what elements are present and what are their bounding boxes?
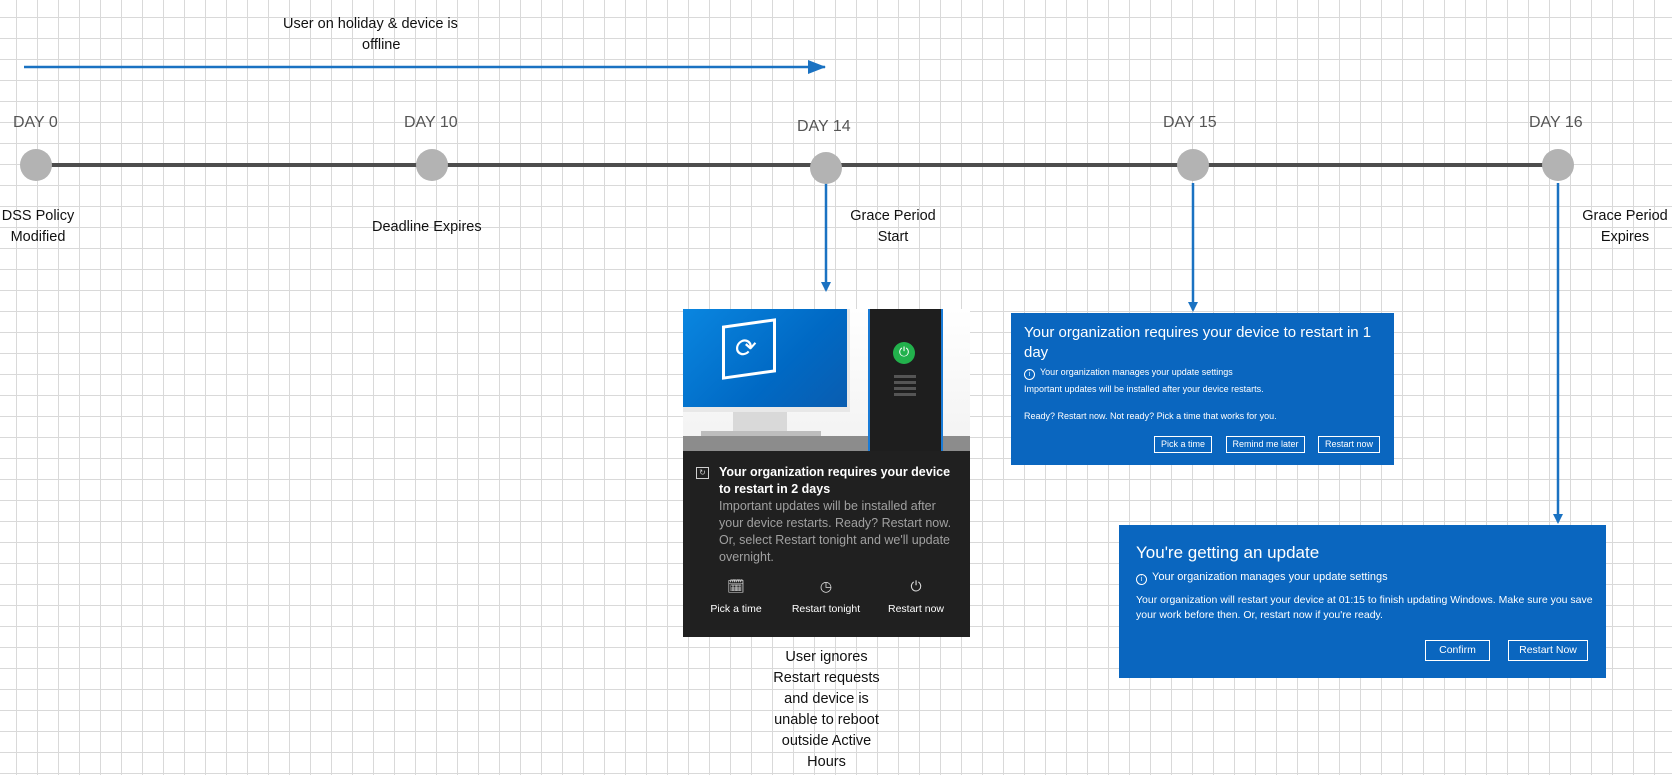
power-icon: ⏻ [893, 342, 915, 364]
day-label-0: DAY 0 [13, 114, 58, 131]
restart-dialog-1-day: Your organization requires your device t… [1011, 313, 1394, 465]
vent-slot [894, 381, 916, 384]
holiday-label-line1: User on holiday & device is [283, 16, 458, 32]
event-day14-line2: Start [877, 229, 909, 245]
event-day16: Grace Period Expires [1578, 206, 1672, 248]
pick-a-time-button[interactable]: Pick a time [1154, 436, 1212, 453]
vent-slot [894, 393, 916, 396]
event-day0-line1: DSS Policy [1, 208, 75, 224]
power-icon: ⏻ [910, 579, 922, 595]
note-line: outside Active [781, 733, 872, 749]
calendar-clock-icon: 🗓 [727, 579, 745, 595]
toast-description: Important updates will be installed afte… [719, 499, 952, 564]
event-day16-line2: Expires [1600, 229, 1650, 245]
note-line: and device is [784, 691, 869, 707]
event-day0-line2: Modified [10, 229, 66, 245]
node-day15 [1177, 149, 1209, 181]
pick-a-time-button[interactable]: 🗓 Pick a time [691, 579, 781, 615]
toast-title: Your organization requires your device t… [719, 465, 951, 496]
info-icon: i [1024, 369, 1035, 380]
dialog1-info-text: Your organization manages your update se… [1040, 367, 1233, 377]
vent-slot [894, 387, 916, 390]
restart-tonight-label: Restart tonight [791, 603, 861, 615]
pick-a-time-label: Pick a time [710, 603, 762, 615]
dialog2-info: i Your organization manages your update s… [1136, 571, 1388, 585]
monitor-screen: ⟳ [683, 309, 847, 407]
day-label-10: DAY 10 [404, 114, 458, 131]
dialog1-title: Your organization requires your device t… [1024, 324, 1372, 361]
event-day0: DSS Policy Modified [0, 206, 76, 248]
dialog1-line1: Important updates will be installed afte… [1024, 384, 1264, 394]
pc-tower-icon: ⏻ [868, 309, 943, 451]
event-day14-line1: Grace Period [850, 208, 936, 224]
dialog1-line2: Ready? Restart now. Not ready? Pick a ti… [1024, 411, 1277, 421]
user-ignores-note: User ignores Restart requests and device… [754, 647, 899, 773]
node-day14 [810, 152, 842, 184]
day-label-15: DAY 15 [1163, 114, 1217, 131]
restart-now-label: Restart now [887, 603, 945, 615]
note-line: Restart requests [773, 670, 880, 686]
dialog1-info: i Your organization manages your update s… [1024, 367, 1233, 380]
update-sync-icon: ⟳ [722, 318, 776, 380]
vent-slot [894, 375, 916, 378]
holiday-label-line2: offline [362, 37, 401, 53]
dialog2-message: Your organization will restart your devi… [1136, 594, 1593, 621]
event-day16-line1: Grace Period [1582, 208, 1668, 224]
day-label-16: DAY 16 [1529, 114, 1583, 131]
node-day0 [20, 149, 52, 181]
note-line: User ignores [785, 649, 868, 665]
clock-icon: ◷ [819, 579, 833, 595]
event-day10: Deadline Expires [372, 219, 482, 235]
restart-tonight-button[interactable]: ◷ Restart tonight [781, 579, 871, 615]
app-icon: ↻ [696, 467, 709, 479]
event-day14: Grace Period Start [845, 206, 941, 248]
restart-now-button[interactable]: ⏻ Restart now [871, 579, 961, 615]
toast-illustration: ⟳ ⏻ [683, 309, 970, 451]
day-label-14: DAY 14 [797, 118, 851, 135]
dialog2-info-text: Your organization manages your update se… [1152, 571, 1388, 583]
node-day16 [1542, 149, 1574, 181]
monitor-base [701, 431, 821, 436]
restart-now-button[interactable]: Restart now [1318, 436, 1380, 453]
info-icon: i [1136, 574, 1147, 585]
remind-me-later-button[interactable]: Remind me later [1226, 436, 1305, 453]
monitor-icon: ⟳ [683, 309, 850, 412]
node-day10 [416, 149, 448, 181]
note-line: unable to reboot [774, 712, 879, 728]
restart-now-button[interactable]: Restart Now [1508, 640, 1588, 661]
restart-toast-2-days: ⟳ ⏻ ↻ Your organization requires your de… [683, 309, 970, 637]
confirm-button[interactable]: Confirm [1425, 640, 1490, 661]
note-line: Hours [807, 754, 846, 770]
monitor-stand [733, 412, 787, 432]
dialog2-title: You're getting an update [1136, 543, 1320, 562]
